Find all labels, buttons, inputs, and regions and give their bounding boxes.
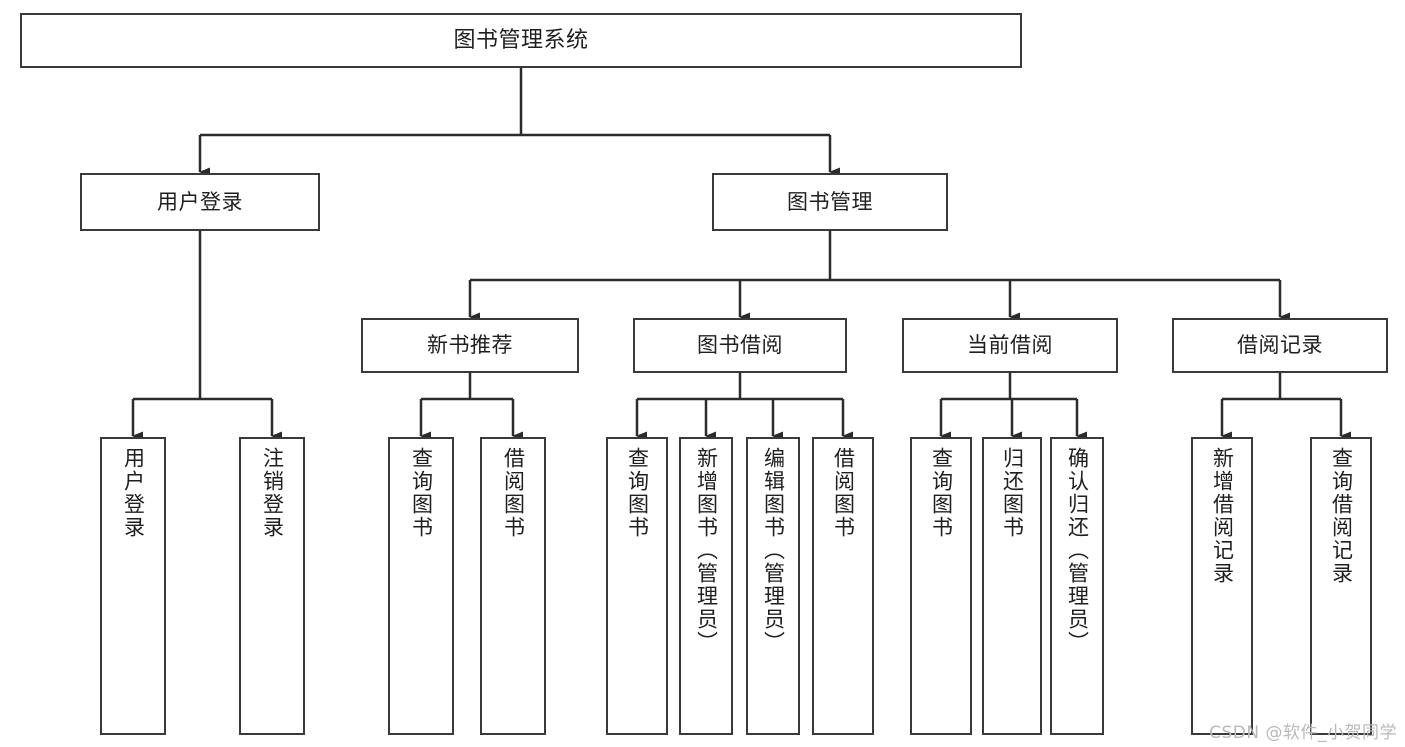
node-label: 查询借阅记录 xyxy=(1329,447,1354,585)
node-leaf-borrow-book-2[interactable]: 借阅图书 xyxy=(812,437,874,735)
node-label: 新增图书（管理员） xyxy=(694,447,719,654)
edges-group xyxy=(131,68,1351,441)
node-leaf-query-record[interactable]: 查询借阅记录 xyxy=(1310,437,1372,735)
node-label: 确认归还（管理员） xyxy=(1065,447,1090,654)
node-label: 查询图书 xyxy=(625,447,650,539)
csdn-watermark: CSDN @软件_小贺同学 xyxy=(1209,723,1397,743)
node-book-borrow[interactable]: 图书借阅 xyxy=(633,318,847,373)
node-borrow-record[interactable]: 借阅记录 xyxy=(1172,318,1388,373)
node-label: 借阅图书 xyxy=(501,447,526,539)
node-label: 当前借阅 xyxy=(967,333,1053,358)
node-new-book-rec[interactable]: 新书推荐 xyxy=(361,318,579,373)
node-leaf-borrow-book-1[interactable]: 借阅图书 xyxy=(480,437,546,735)
node-label: 图书借阅 xyxy=(697,333,783,358)
node-label: 用户登录 xyxy=(157,189,243,214)
node-label: 归还图书 xyxy=(1000,447,1025,539)
node-label: 图书管理 xyxy=(787,189,873,214)
node-label: 借阅图书 xyxy=(831,447,856,539)
node-leaf-query-book-1[interactable]: 查询图书 xyxy=(388,437,454,735)
node-user-login[interactable]: 用户登录 xyxy=(80,173,320,231)
node-label: 编辑图书（管理员） xyxy=(761,447,786,654)
node-label: 注销登录 xyxy=(260,447,285,539)
node-leaf-add-book[interactable]: 新增图书（管理员） xyxy=(679,437,733,735)
node-label: 查询图书 xyxy=(409,447,434,539)
node-leaf-return-book[interactable]: 归还图书 xyxy=(982,437,1042,735)
node-label: 图书管理系统 xyxy=(453,27,589,53)
node-label: 查询图书 xyxy=(929,447,954,539)
node-leaf-query-book-3[interactable]: 查询图书 xyxy=(910,437,972,735)
node-leaf-add-record[interactable]: 新增借阅记录 xyxy=(1191,437,1253,735)
node-label: 用户登录 xyxy=(121,447,146,539)
node-book-manage[interactable]: 图书管理 xyxy=(712,173,948,231)
node-label: 新增借阅记录 xyxy=(1210,447,1235,585)
node-leaf-query-book-2[interactable]: 查询图书 xyxy=(606,437,668,735)
node-label: 借阅记录 xyxy=(1237,333,1323,358)
node-leaf-edit-book[interactable]: 编辑图书（管理员） xyxy=(746,437,800,735)
node-current-borrow[interactable]: 当前借阅 xyxy=(902,318,1118,373)
node-root[interactable]: 图书管理系统 xyxy=(20,13,1022,68)
node-leaf-user-login[interactable]: 用户登录 xyxy=(100,437,166,735)
node-leaf-logout[interactable]: 注销登录 xyxy=(239,437,305,735)
node-label: 新书推荐 xyxy=(427,333,513,358)
node-leaf-confirm-return[interactable]: 确认归还（管理员） xyxy=(1050,437,1104,735)
